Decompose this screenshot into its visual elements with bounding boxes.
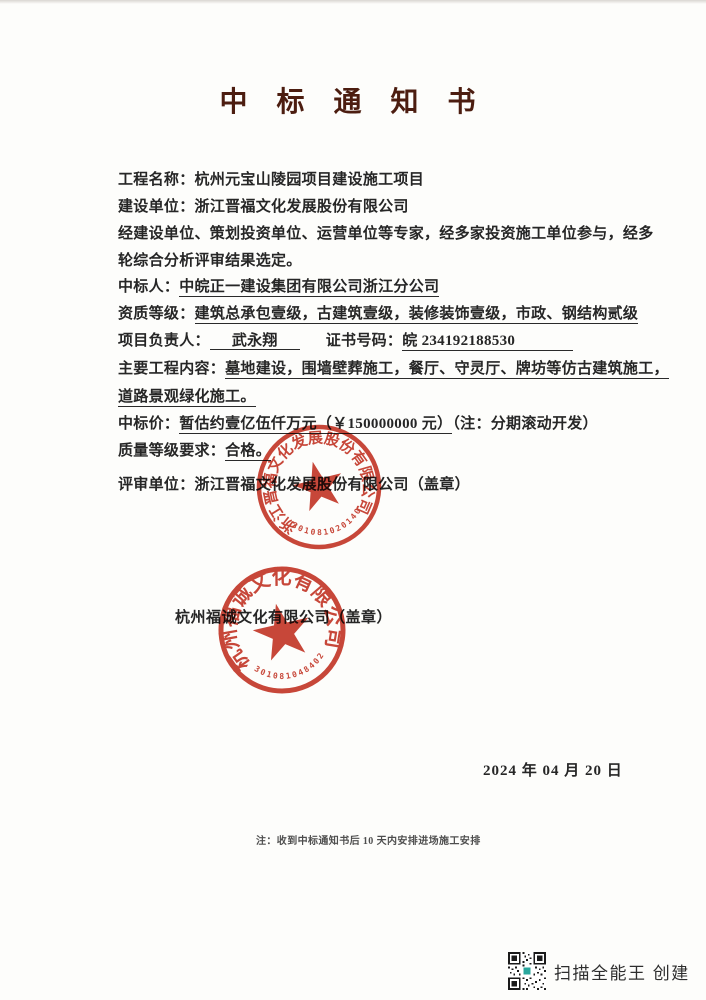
- page-title: 中 标 通 知 书: [219, 87, 487, 118]
- qr-code-icon: [508, 952, 546, 990]
- field-value-underlined: 合格。: [225, 443, 272, 461]
- field-value-underlined: 道路景观绿化施工。: [118, 389, 256, 407]
- field-winner: 中标人：中皖正一建设集团有限公司浙江分公司: [118, 277, 610, 297]
- document-date: 2024 年 04 月 20 日: [483, 763, 623, 779]
- field-label: 建设单位：: [118, 199, 195, 215]
- field-scope-line1: 主要工程内容：墓地建设，围墙壁葬施工，餐厅、守灵厅、牌坊等仿古建筑施工，: [118, 359, 669, 379]
- field-scope-line2: 道路景观绿化施工。: [118, 387, 610, 407]
- field-value-underlined: 中皖正一建设集团有限公司浙江分公司: [179, 279, 440, 297]
- field-label: 项目负责人：: [118, 333, 210, 349]
- intro-paragraph-line1: 经建设单位、策划投资单位、运营单位等专家，经多家投资施工单位参与，经多: [118, 226, 654, 242]
- company-seal-zhejiang-jinfu: 浙江晋福文化发展股份有限公司 33010810201407: [234, 402, 404, 572]
- field-label: 中标价：: [118, 416, 180, 432]
- field-label: 工程名称：: [118, 172, 195, 188]
- cert-number-underlined: 皖 234192188530: [402, 333, 574, 351]
- seal-graphic: 浙江晋福文化发展股份有限公司 33010810201407: [249, 416, 384, 550]
- seal-graphic: 杭州福诚文化有限公司 33010810484023: [204, 551, 352, 694]
- field-qualification: 资质等级：建筑总承包壹级，古建筑壹级，装修装饰壹级，市政、钢结构贰级: [118, 304, 639, 324]
- field-review-unit: 评审单位：浙江晋福文化发展股份有限公司（盖章）: [118, 475, 610, 495]
- field-label: 主要工程内容：: [118, 361, 226, 377]
- field-value-underlined: 墓地建设，围墙壁葬施工，餐厅、守灵厅、牌坊等仿古建筑施工，: [225, 361, 669, 379]
- field-value: 浙江晋福文化发展股份有限公司: [194, 199, 409, 215]
- field-label: 评审单位：: [118, 477, 195, 493]
- field-bid-price: 中标价：暂估约壹亿伍仟万元（￥150000000 元）（注：分期滚动开发）: [118, 414, 610, 434]
- watermark-label: 扫描全能王 创建: [554, 963, 690, 983]
- price-note: （注：分期滚动开发）: [452, 416, 598, 432]
- company-seal-hangzhou-fucheng: 杭州福诚文化有限公司 33010810484023: [198, 546, 366, 714]
- scan-edge: [0, 0, 706, 4]
- field-value: 浙江晋福文化发展股份有限公司（盖章）: [194, 477, 470, 493]
- camscanner-watermark: 扫描全能王 创建: [508, 951, 690, 991]
- field-label-cert: 证书号码：: [325, 333, 403, 349]
- field-value: 杭州元宝山陵园项目建设施工项目: [194, 172, 425, 188]
- field-label: 资质等级：: [118, 306, 195, 322]
- field-project-manager: 项目负责人：武永翔 证书号码：皖 234192188530: [118, 331, 610, 351]
- field-value-underlined: 建筑总承包壹级，古建筑壹级，装修装饰壹级，市政、钢结构贰级: [194, 306, 639, 324]
- field-value-underlined: 暂估约壹亿伍仟万元（￥150000000 元）: [179, 416, 453, 434]
- seal-star-icon: [293, 461, 342, 512]
- intro-paragraph-line2: 轮综合分析评审结果选定。: [118, 253, 302, 269]
- manager-name-underlined: 武永翔: [209, 333, 300, 350]
- field-label: 质量等级要求：: [118, 443, 226, 459]
- field-label: 中标人：: [118, 279, 180, 295]
- field-construction-unit: 建设单位：浙江晋福文化发展股份有限公司: [118, 197, 610, 217]
- camscanner-logo-dot: [523, 967, 531, 975]
- seal-star-icon: [252, 603, 309, 661]
- footnote-text: 注：收到中标通知书后 10 天内安排进场施工安排: [256, 836, 481, 847]
- field-project-name: 工程名称：杭州元宝山陵园项目建设施工项目: [118, 170, 610, 190]
- field-quality-grade: 质量等级要求：合格。: [118, 441, 610, 461]
